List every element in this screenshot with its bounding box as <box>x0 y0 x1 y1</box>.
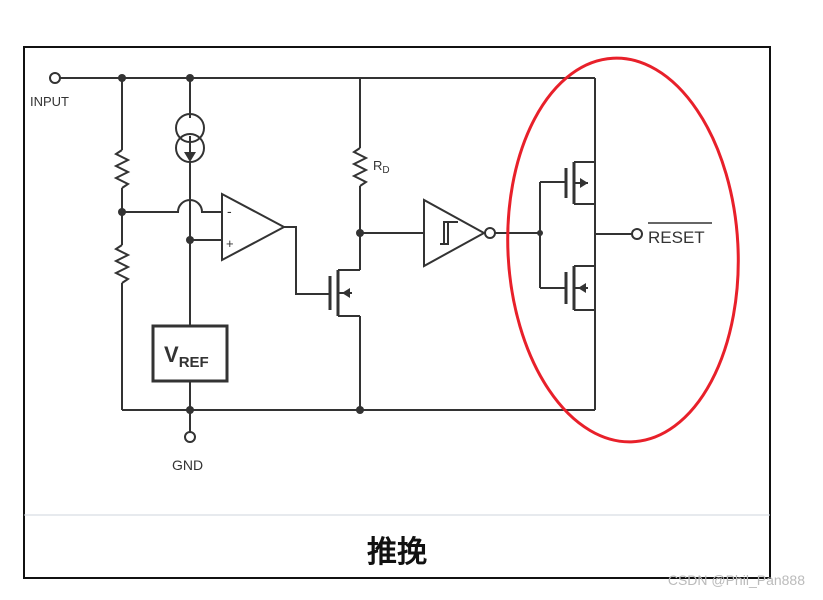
vref-box <box>151 324 229 383</box>
nmos-arrow-icon <box>342 288 350 298</box>
node-top-source <box>186 74 194 82</box>
caption: 推挽 <box>367 535 427 570</box>
current-arrow-icon <box>184 152 196 162</box>
nmos2-arrow-icon <box>578 283 586 293</box>
resistor-rd <box>351 147 369 187</box>
reset-terminal <box>631 228 643 240</box>
opamp <box>221 192 287 262</box>
highlight-ellipse <box>506 56 740 444</box>
opamp-output-wire <box>284 226 330 295</box>
opamp-minus-label: - <box>227 203 232 219</box>
gnd-terminal <box>184 431 196 443</box>
panel-frame <box>23 46 771 579</box>
resistor-lower <box>113 244 131 284</box>
vref-label: VREF <box>164 342 209 371</box>
node-bottom-vref <box>186 406 194 414</box>
pmos-terminals <box>574 161 595 205</box>
rd-label: RD <box>373 158 390 176</box>
node-nmos-source <box>356 406 364 414</box>
pmos-arrow-icon <box>580 178 588 188</box>
resistor-upper <box>113 149 131 189</box>
gnd-label: GND <box>172 457 203 473</box>
nmos-drain-source <box>338 269 360 317</box>
watermark: CSDN @Phil_Pan888 <box>667 572 805 588</box>
inverter-bubble <box>484 227 496 239</box>
nmos2-terminals <box>574 265 595 311</box>
opamp-plus-label: + <box>226 236 234 251</box>
input-label: INPUT <box>30 94 69 109</box>
reset-label: RESET <box>648 228 705 247</box>
node-top-divider <box>118 74 126 82</box>
input-terminal <box>49 72 61 84</box>
hysteresis-icon <box>440 221 458 245</box>
schmitt-inverter <box>423 198 487 268</box>
